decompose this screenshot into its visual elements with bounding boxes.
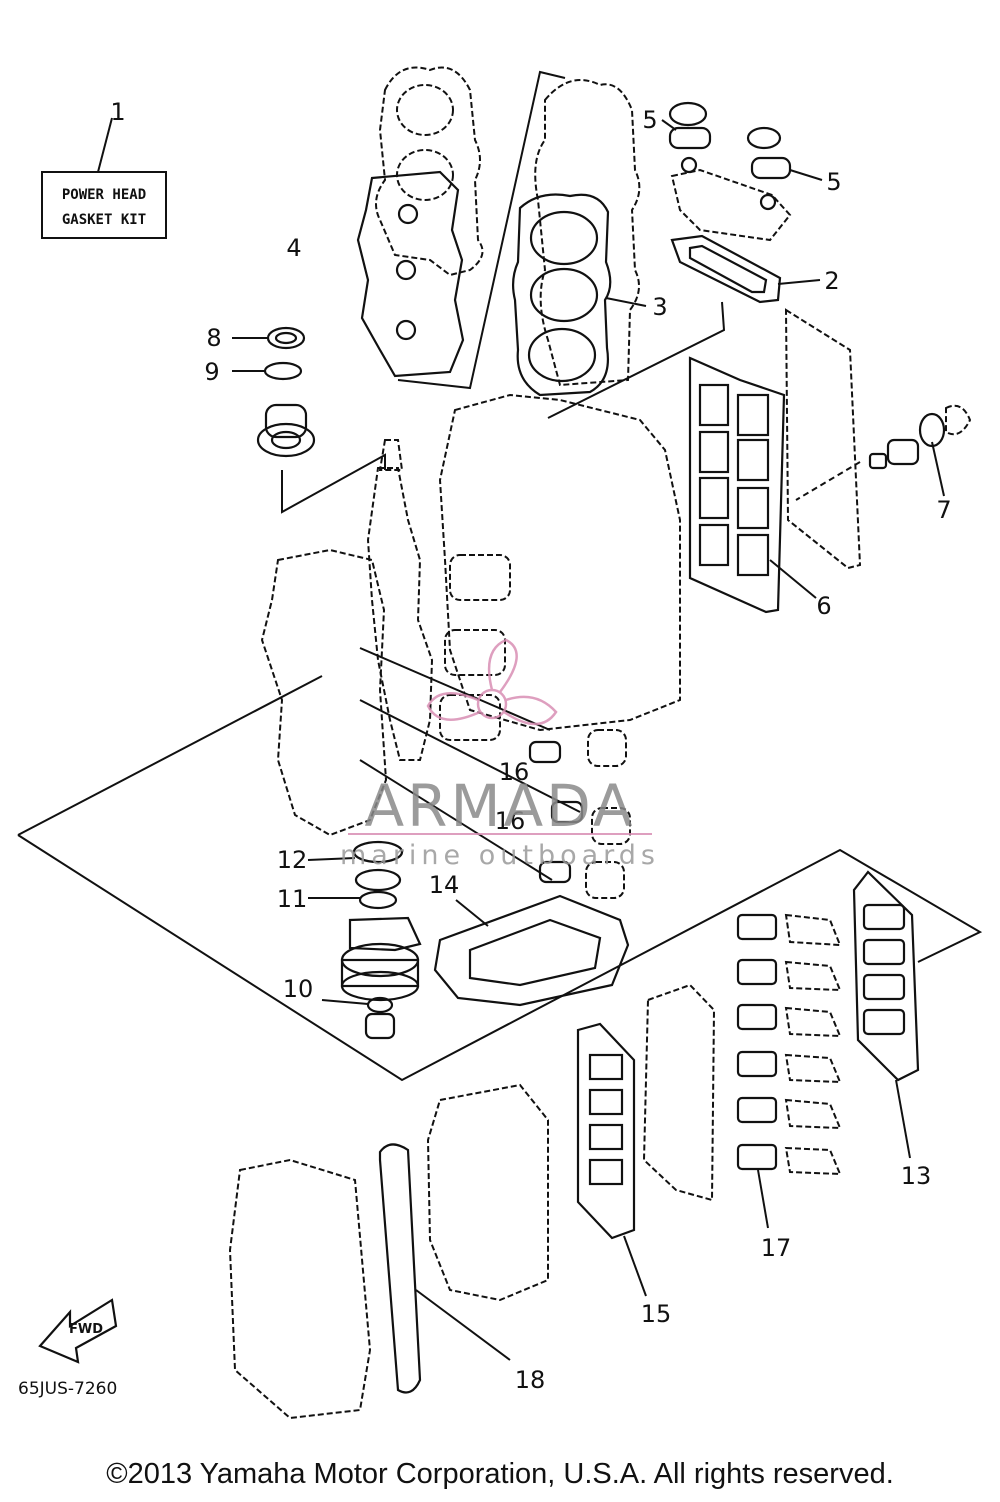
diagram-code: 65JUS-7260 [18,1379,117,1399]
crankshaft-part [366,439,434,761]
kit-label-line2: GASKET KIT [62,212,146,228]
callout-5-top: 5 [642,106,657,134]
cylinder-gasket-part [511,193,647,397]
leader-lines-16 [359,647,631,899]
callout-4: 4 [286,234,301,262]
callout-9: 9 [204,358,219,386]
reed-valve-gasket-13-part [852,870,920,1159]
cylinder-block-left-part [17,548,983,1082]
callout-18: 18 [515,1366,546,1394]
cylinder-head-part [375,66,484,277]
armada-watermark: ARMADA marine outboards [340,638,660,871]
callout-2: 2 [824,267,839,295]
watermark-subtitle: marine outboards [340,840,660,871]
callout-16-lower: 16 [495,807,526,835]
callout-1: 1 [110,98,125,126]
oil-seal-8-9-parts [232,326,386,514]
base-gasket-14-part [433,894,630,1007]
callout-12: 12 [277,846,308,874]
fwd-label: FWD [69,1322,103,1337]
cylinder-block-top-part [534,79,641,387]
callout-10: 10 [283,975,314,1003]
callout-numbers: 1 2 3 4 5 5 6 7 8 9 10 11 12 13 14 15 16… [110,98,951,1394]
callout-6: 6 [816,592,831,620]
callout-17: 17 [761,1234,792,1262]
lower-seal-parts [307,840,422,1040]
power-head-gasket-kit-label: POWER HEAD GASKET KIT [41,117,167,239]
cylinder-head-gasket-part [356,70,566,390]
cover-gasket-6-part [688,308,862,614]
intake-manifold-gasket-15-part [576,983,716,1297]
forward-direction-arrow: FWD [38,1298,118,1364]
propeller-logo [426,638,558,726]
thermostat-7-parts [795,404,972,501]
cover-gasket-parts [661,101,823,242]
callout-11: 11 [277,885,308,913]
exhaust-cover-gasket-part [547,234,821,419]
exhaust-part-18 [228,1083,549,1420]
callout-8: 8 [206,324,221,352]
callout-14: 14 [429,871,460,899]
watermark-title: ARMADA [364,772,635,840]
callout-13: 13 [901,1162,932,1190]
callout-5-right: 5 [826,168,841,196]
crankcase-part [438,393,681,741]
callout-7: 7 [936,496,951,524]
reed-block-17-parts [736,913,842,1229]
callout-15: 15 [641,1300,672,1328]
callout-16-upper: 16 [499,758,530,786]
callout-3: 3 [652,293,667,321]
copyright-notice: ©2013 Yamaha Motor Corporation, U.S.A. A… [106,1458,894,1490]
kit-label-line1: POWER HEAD [62,187,146,203]
